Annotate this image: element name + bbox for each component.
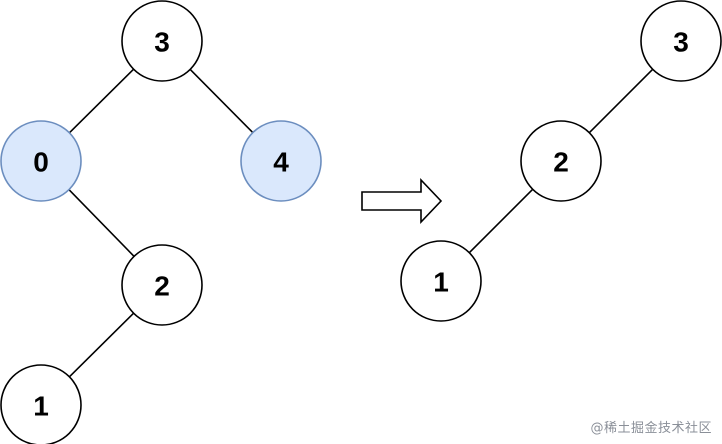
after-tree-node: 2: [520, 120, 602, 202]
node-label: 2: [154, 271, 170, 302]
node-circle: [0, 364, 82, 444]
before-tree-edge: [189, 68, 254, 134]
edges-layer: [68, 68, 654, 378]
node-label: 3: [673, 27, 689, 58]
node-circle: [121, 244, 203, 326]
node-label: 2: [553, 147, 569, 178]
node-label: 1: [33, 391, 49, 422]
node-circle: [240, 120, 322, 202]
before-tree-edge: [68, 189, 135, 257]
before-tree-edge: [68, 312, 135, 378]
before-tree-node: 0: [0, 120, 82, 202]
before-tree-edge: [68, 68, 135, 134]
node-circle: [640, 0, 722, 82]
node-circle: [121, 0, 203, 82]
after-tree-edge: [588, 68, 654, 134]
node-label: 0: [33, 147, 49, 178]
after-tree-node: 3: [640, 0, 722, 82]
node-label: 4: [273, 147, 289, 178]
node-label: 1: [433, 267, 449, 298]
after-tree-edge: [468, 188, 534, 254]
before-tree-node: 1: [0, 364, 82, 444]
transform-arrow-icon: [361, 178, 443, 224]
before-tree-node: 2: [121, 244, 203, 326]
watermark-text: @稀土掘金技术社区: [590, 421, 712, 436]
after-tree-node: 1: [400, 240, 482, 322]
node-label: 3: [154, 27, 170, 58]
node-circle: [400, 240, 482, 322]
before-tree-node: 3: [121, 0, 203, 82]
before-tree-node: 4: [240, 120, 322, 202]
node-circle: [520, 120, 602, 202]
node-circle: [0, 120, 82, 202]
